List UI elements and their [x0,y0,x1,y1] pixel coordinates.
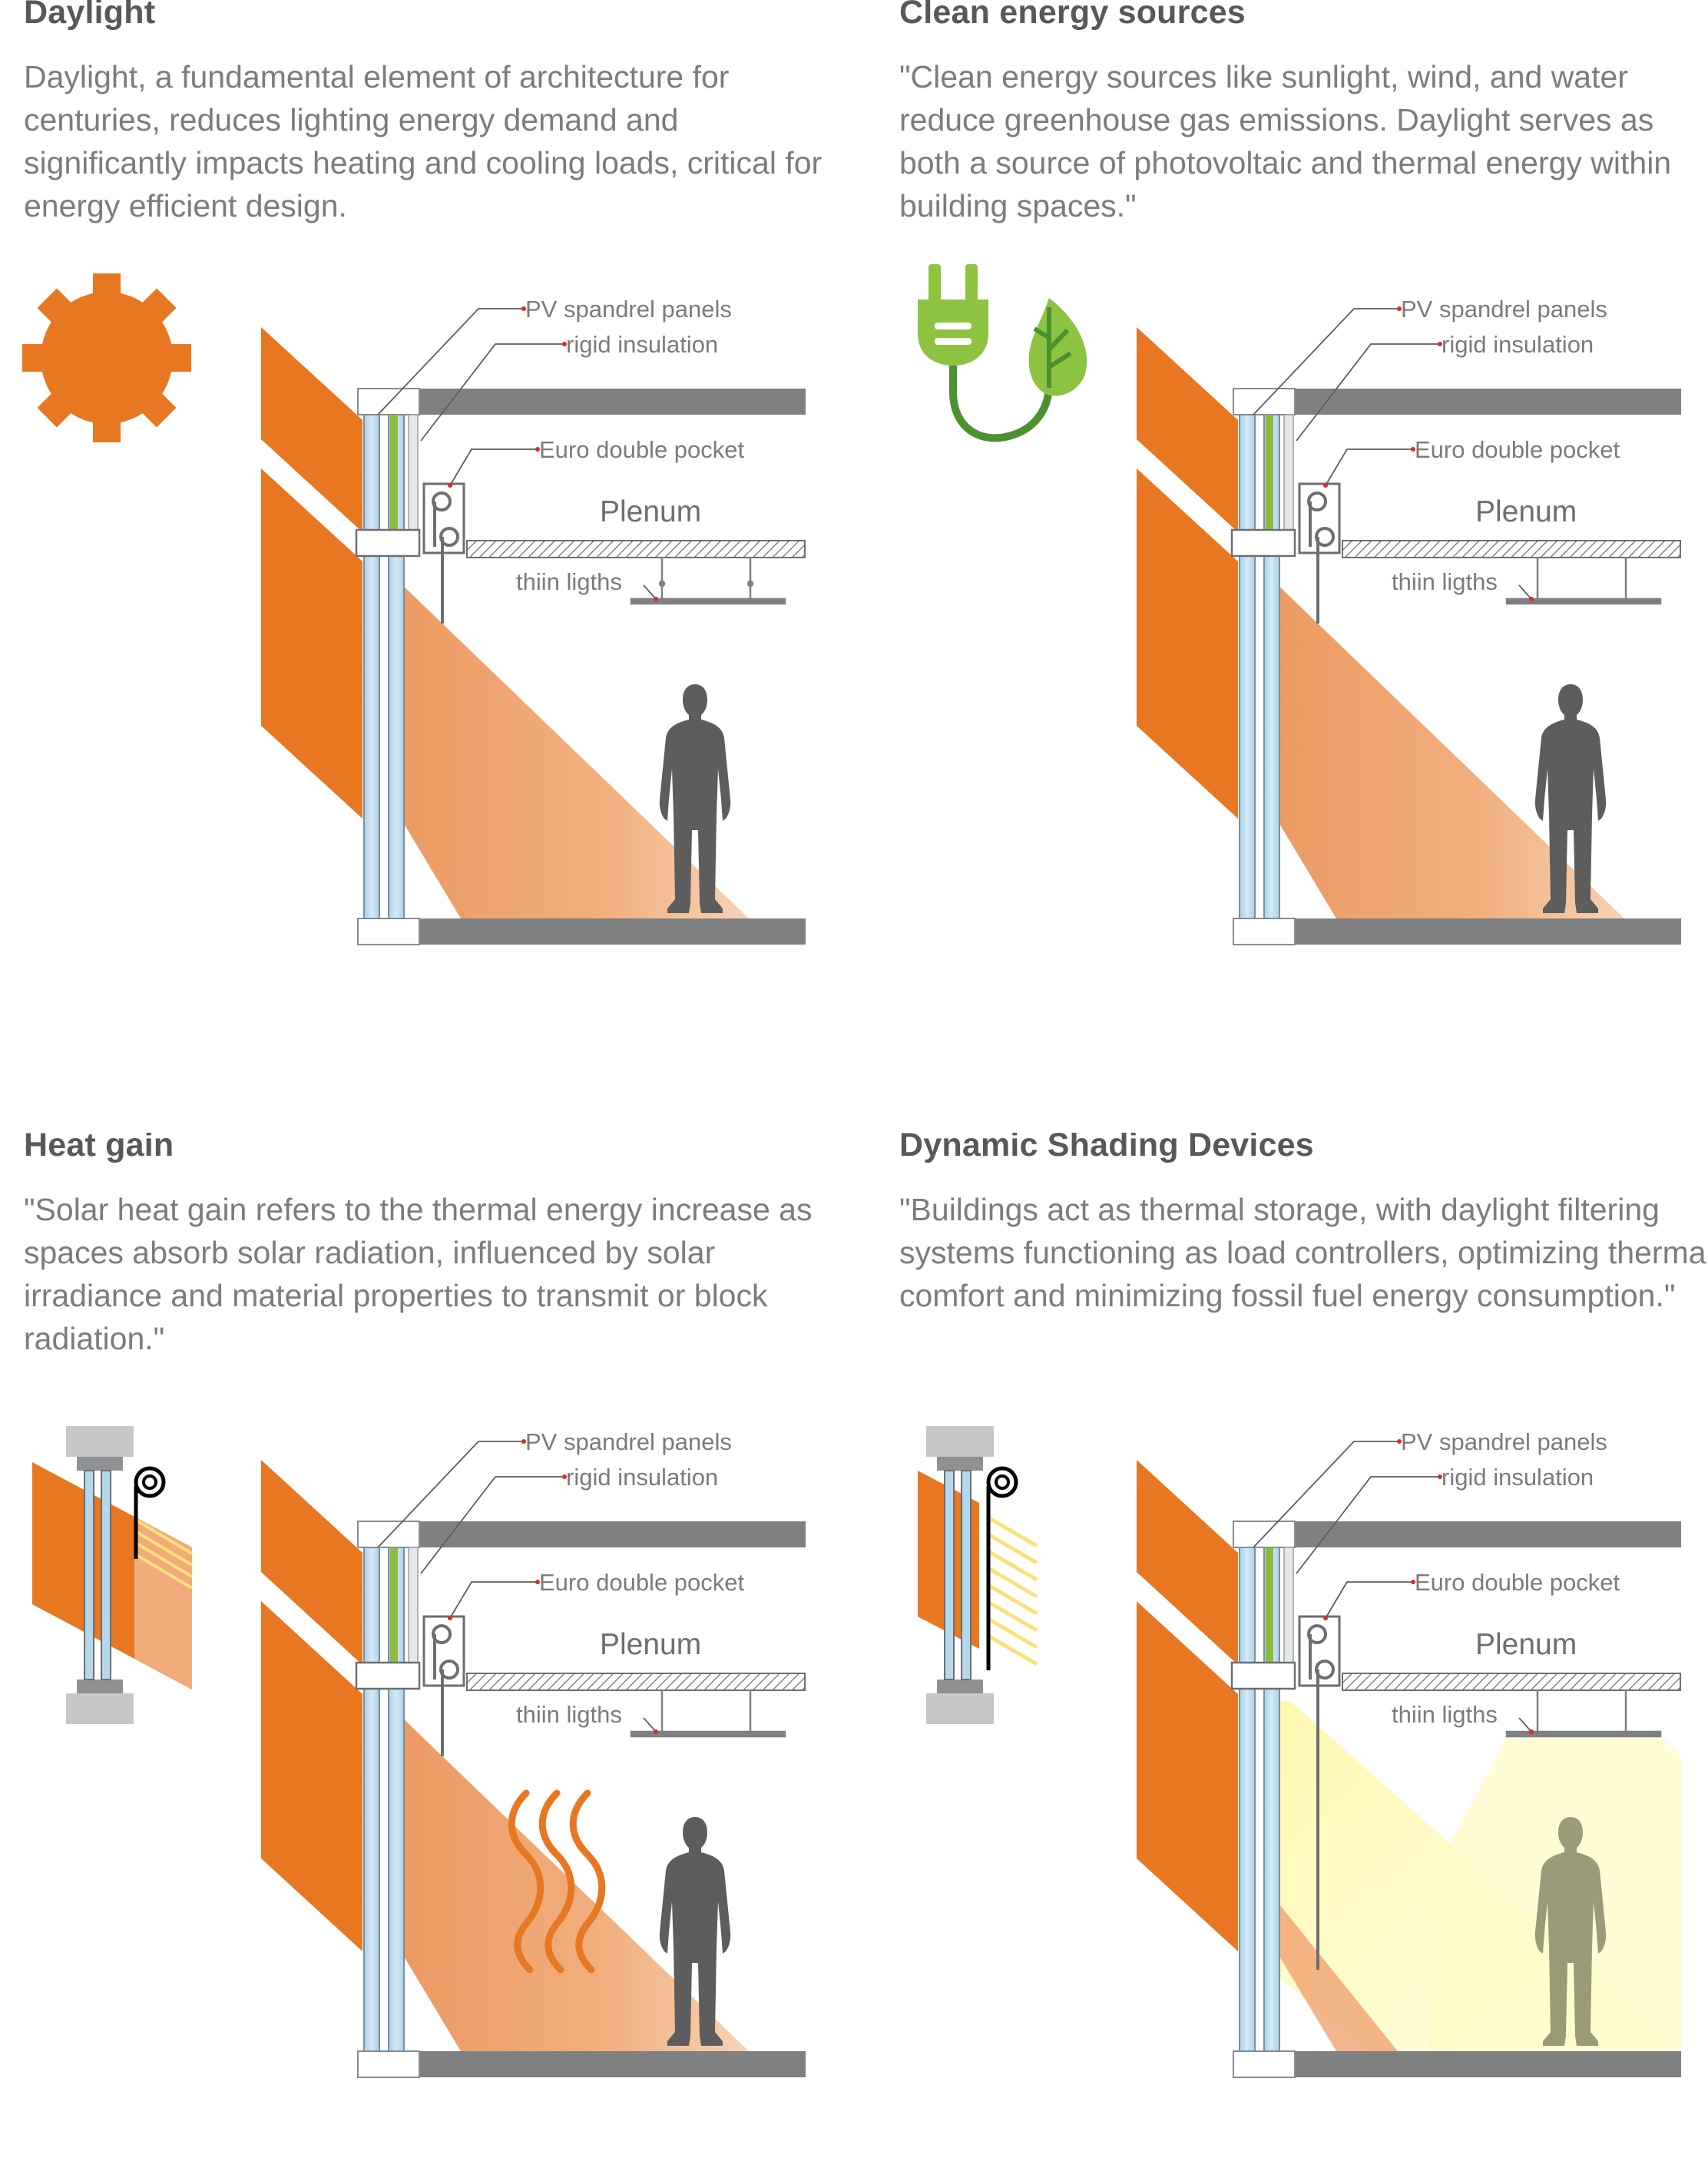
upper-slab [419,389,806,415]
label-thin-lights: thiin ligths [516,568,622,595]
section-diagram: PV spandrel panels rigid insulation Euro… [918,264,1681,945]
label-rigid-insulation: rigid insulation [1442,1464,1594,1491]
pv-spandrel-panel [390,415,398,530]
label-euro-pocket: Euro double pocket [1415,436,1620,463]
panel-description: "Solar heat gain refers to the thermal e… [24,1192,813,1356]
light-beam [401,584,749,918]
hatched-ceiling [466,540,806,558]
section-diagram: PV spandrel panels rigid insulation Euro… [22,273,806,945]
panel-title: Clean energy sources [899,0,1246,31]
label-plenum: Plenum [600,495,701,528]
rigid-insulation-layer [408,414,419,531]
label-plenum: Plenum [600,1628,701,1661]
label-rigid-insulation: rigid insulation [1442,331,1594,358]
label-plenum: Plenum [1475,1628,1577,1661]
sun-band-upper [261,327,362,532]
label-thin-lights: thiin ligths [1392,1701,1498,1728]
light-beam [401,1716,749,2051]
label-thin-lights: thiin ligths [1392,568,1498,595]
label-pv-spandrel: PV spandrel panels [1401,1428,1607,1455]
section-diagram: PV spandrel panels rigid insulation Euro… [32,1426,806,2078]
label-thin-lights: thiin ligths [516,1701,622,1728]
panel-title: Dynamic Shading Devices [899,1133,1314,1163]
panel-dynamic-shading: Dynamic Shading Devices "Buildings act a… [876,1133,1708,2171]
panel-title: Heat gain [24,1133,174,1163]
label-euro-pocket: Euro double pocket [1415,1569,1620,1596]
label-plenum: Plenum [1475,495,1577,528]
panel-description: Daylight, a fundamental element of archi… [24,59,823,223]
section-diagram: PV spandrel panels rigid insulation Euro… [918,1426,1682,2078]
label-euro-pocket: Euro double pocket [539,1569,745,1596]
label-rigid-insulation: rigid insulation [566,1464,718,1491]
panel-heat-gain: Heat gain "Solar heat gain refers to the… [0,1133,854,2171]
window-blind-icon [32,1426,194,1724]
panel-description: "Clean energy sources like sunlight, win… [899,59,1672,223]
light-beam [1276,584,1624,918]
label-pv-spandrel: PV spandrel panels [525,296,732,323]
panel-daylight: Daylight Daylight, a fundamental element… [0,0,854,1038]
glazing-outer [363,414,380,919]
label-rigid-insulation: rigid insulation [566,331,718,358]
sun-icon [22,273,191,442]
thin-light-fixtures [630,558,786,605]
panel-description: "Buildings act as thermal storage, with … [899,1192,1708,1313]
window-louvers-icon [918,1426,1038,1724]
panel-clean-energy: Clean energy sources "Clean energy sourc… [876,0,1708,1038]
floor-slab [419,918,806,945]
panel-title: Daylight [24,0,156,31]
label-pv-spandrel: PV spandrel panels [1401,296,1607,323]
label-pv-spandrel: PV spandrel panels [525,1428,732,1455]
light-beam [1276,1901,1398,2051]
sun-band-lower [261,468,362,819]
plug-leaf-icon [918,264,1087,442]
label-euro-pocket: Euro double pocket [539,436,745,463]
heat-waves-icon [508,1789,606,1974]
